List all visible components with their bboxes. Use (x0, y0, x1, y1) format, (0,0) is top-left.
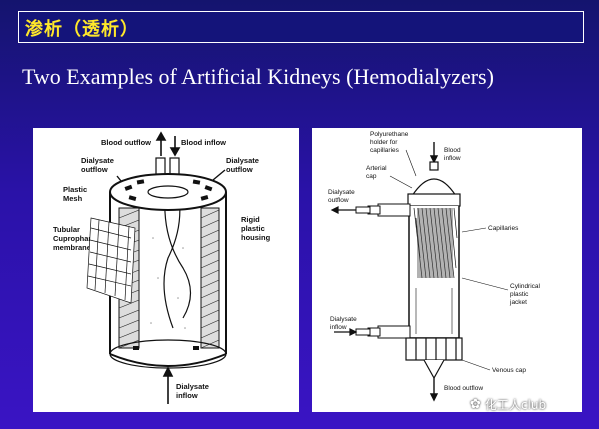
watermark-text: 化工人club (484, 398, 547, 412)
label-polyurethane-3: capillaries (370, 147, 400, 154)
blood-outflow-arrow (155, 131, 167, 156)
label-blood-outflow: Blood outflow (101, 138, 151, 147)
watermark: ✿ 化工人club (470, 396, 546, 413)
housing-cylinder (86, 173, 227, 369)
label-rigid-2: plastic (241, 224, 265, 233)
label-dialysate-inflow-2: inflow (330, 324, 347, 331)
label-dialysate-outflow-left-1: Dialysate (81, 156, 114, 165)
label-polyurethane-2: holder for (370, 139, 398, 146)
header-bar: 渗析（透析） (18, 11, 584, 43)
label-dialysate-inflow-1: Dialysate (176, 382, 209, 391)
label-blood-inflow-2: inflow (444, 155, 461, 162)
blood-inflow-arrow (169, 136, 181, 157)
label-cylindrical-2: plastic (510, 291, 529, 298)
plastic-mesh (86, 217, 136, 304)
label-arterial-1: Arterial (366, 165, 387, 172)
slide-subtitle: Two Examples of Artificial Kidneys (Hemo… (22, 64, 494, 89)
label-capillaries: Capillaries (488, 225, 519, 232)
left-hemodialyzer-diagram: Blood outflow Blood inflow Dialysate out… (33, 128, 299, 412)
label-dialysate-outflow-2: outflow (328, 197, 349, 204)
dialysate-outflow-arrow-right (330, 206, 356, 214)
leader-lines (389, 149, 509, 371)
label-dialysate-outflow-right-1: Dialysate (226, 156, 259, 165)
venous-cap (405, 337, 463, 380)
label-polyurethane-1: Polyurethane (370, 131, 409, 138)
label-cylindrical-3: jacket (509, 299, 527, 306)
blood-inflow-arrow-right (429, 142, 439, 164)
dialysate-inflow-port (355, 325, 411, 339)
blood-outflow-arrow-right (429, 378, 439, 402)
dialysate-inflow-arrow-right (334, 328, 358, 336)
label-arterial-2: cap (366, 173, 377, 180)
dialysate-outflow-port (355, 203, 411, 217)
label-rigid-1: Rigid (241, 215, 260, 224)
label-blood-inflow: Blood inflow (181, 138, 226, 147)
label-dialysate-outflow-left-2: outflow (81, 165, 108, 174)
cylindrical-jacket (408, 206, 460, 339)
label-blood-outflow: Blood outflow (444, 385, 483, 392)
header-title: 渗析（透析） (25, 19, 139, 40)
label-dialysate-outflow-1: Dialysate (328, 189, 355, 196)
right-diagram-svg: Polyurethane holder for capillaries Bloo… (328, 131, 541, 402)
left-diagram-svg: Blood outflow Blood inflow Dialysate out… (53, 131, 271, 404)
label-plastic-mesh-2: Mesh (63, 194, 83, 203)
dialysate-outflow-right-arrow (212, 169, 226, 181)
label-venous-cap: Venous cap (492, 367, 526, 374)
label-cylindrical-1: Cylindrical (510, 283, 541, 290)
arterial-cap (407, 161, 461, 207)
dialysate-inflow-arrow (162, 366, 174, 404)
label-blood-inflow-1: Blood (444, 147, 461, 154)
wechat-icon: ✿ (470, 397, 481, 412)
label-tubular-3: membrane (53, 243, 91, 252)
label-dialysate-outflow-right-2: outflow (226, 165, 253, 174)
label-tubular-2: Cuprophan® (53, 234, 99, 243)
label-dialysate-inflow-2: inflow (176, 391, 198, 400)
label-tubular-1: Tubular (53, 225, 80, 234)
label-rigid-3: housing (241, 233, 271, 242)
label-dialysate-inflow-1: Dialysate (330, 316, 357, 323)
right-hemodialyzer-diagram: Polyurethane holder for capillaries Bloo… (312, 128, 582, 412)
label-plastic-mesh-1: Plastic (63, 185, 87, 194)
